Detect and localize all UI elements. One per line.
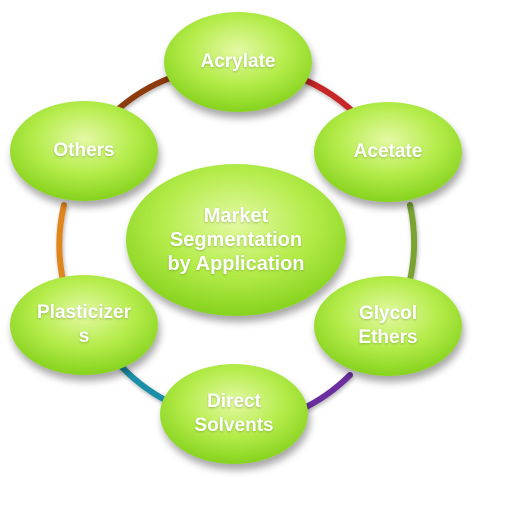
direct-solvents-label-line-2: Solvents — [194, 415, 274, 436]
center-label-line-2: Segmentation — [169, 229, 303, 251]
acetate-label-line-1: Acetate — [353, 141, 423, 162]
center-label-line-3: by Application — [167, 253, 305, 275]
ring-segment-others-acrylate — [112, 75, 173, 115]
node-glycol-ethers — [314, 276, 462, 376]
direct-solvents-label: Direct Solvents — [160, 389, 308, 439]
ring-segment-plasticizers-others — [56, 202, 67, 288]
node-direct-solvents — [160, 364, 308, 464]
plasticizers-label: Plasticizer s — [10, 300, 158, 350]
center-label-line-1: Market — [203, 205, 269, 227]
others-label: Others — [10, 126, 158, 176]
others-label-line-1: Others — [53, 140, 115, 161]
node-center — [126, 164, 346, 316]
center-label: Market Segmentation by Application — [126, 192, 346, 288]
plasticizers-label-line-2: s — [78, 326, 90, 347]
acrylate-label: Acrylate — [164, 37, 312, 87]
ring-segment-acetate-glycol — [407, 202, 417, 283]
glycol-ethers-label-line-2: Ethers — [358, 327, 418, 348]
plasticizers-label-line-1: Plasticizer — [37, 302, 131, 323]
node-acetate — [314, 102, 462, 202]
node-others — [10, 101, 158, 201]
node-plasticizers — [10, 275, 158, 375]
acetate-label: Acetate — [314, 127, 462, 177]
acrylate-label-line-1: Acrylate — [200, 51, 276, 72]
ring-segment-direct-plasticizers — [117, 362, 168, 403]
glycol-ethers-label-line-1: Glycol — [358, 303, 418, 324]
direct-solvents-label-line-1: Direct — [207, 391, 261, 412]
glycol-ethers-label: Glycol Ethers — [314, 301, 462, 351]
node-acrylate — [164, 12, 312, 112]
